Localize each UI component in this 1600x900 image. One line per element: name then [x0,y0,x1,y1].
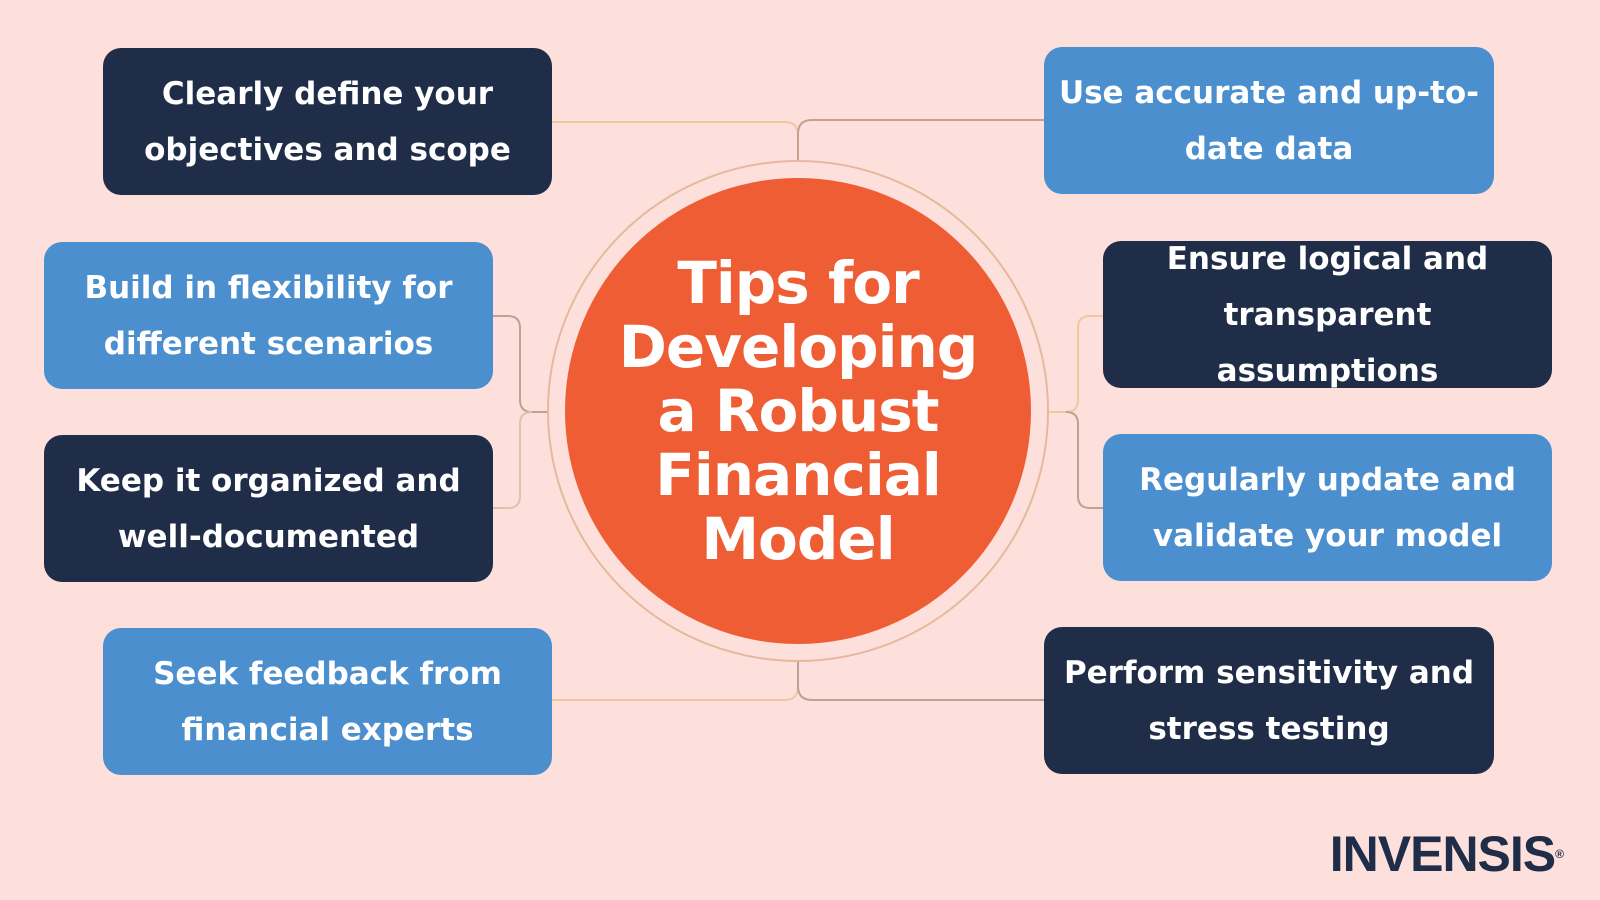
tip-objectives-text: Clearly define your objectives and scope [144,75,511,168]
connector-data [797,119,1044,160]
tip-assumptions-text: Ensure logical and transparent assumptio… [1166,240,1489,389]
connector-objectives [552,121,799,160]
logo-text: INVENSIS [1329,826,1556,882]
connector-sensitivity [797,662,1044,701]
registered-mark: ® [1555,847,1564,861]
center-ring [547,160,1049,662]
tip-assumptions: Ensure logical and transparent assumptio… [1103,241,1552,389]
tip-flexibility: Build in flexibility for different scena… [44,242,493,389]
connector-update [1065,411,1103,509]
tip-objectives: Clearly define your objectives and scope [103,48,552,195]
tip-sensitivity-text: Perform sensitivity and stress testing [1063,654,1475,747]
tip-feedback-text: Seek feedback from financial experts [153,655,502,748]
tip-update-text: Regularly update and validate your model [1139,461,1516,554]
center-circle: Tips for Developing a Robust Financial M… [565,178,1031,644]
connector-organized [493,411,533,509]
tip-flexibility-text: Build in flexibility for different scena… [84,269,453,362]
connector-flexibility [493,315,547,413]
center-title: Tips for Developing a Robust Financial M… [618,249,979,573]
tip-organized: Keep it organized and well-documented [44,435,493,582]
tip-data: Use accurate and up-to-date data [1044,47,1494,194]
tip-update: Regularly update and validate your model [1103,434,1552,581]
tip-data-text: Use accurate and up-to-date data [1058,74,1480,167]
tip-organized-text: Keep it organized and well-documented [76,462,461,555]
connector-feedback [552,662,799,701]
connector-assumptions [1049,315,1103,413]
tip-feedback: Seek feedback from financial experts [103,628,552,775]
tip-sensitivity: Perform sensitivity and stress testing [1044,627,1494,774]
invensis-logo: INVENSIS® [1330,826,1564,882]
